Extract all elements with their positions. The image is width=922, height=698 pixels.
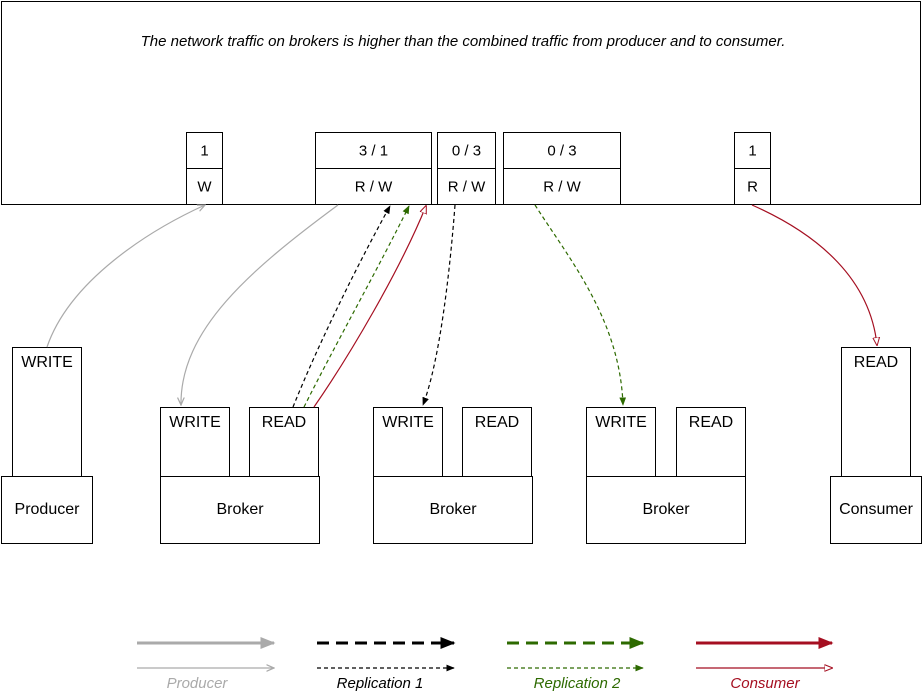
broker2-node: Broker <box>373 476 533 544</box>
port-label: WRITE <box>169 414 221 431</box>
counter-mode: R / W <box>447 178 486 195</box>
producer-write-port: WRITE <box>12 347 82 477</box>
broker1-read-port: READ <box>249 407 319 477</box>
broker2-write-port: WRITE <box>373 407 443 477</box>
counter-broker2-mode: R / W <box>437 168 496 205</box>
port-label: WRITE <box>21 354 73 371</box>
replication2-in-edge <box>534 204 627 406</box>
port-label: WRITE <box>382 414 434 431</box>
node-label: Broker <box>216 501 264 518</box>
consumer-deliver-edge <box>751 204 877 345</box>
port-label: READ <box>688 414 734 431</box>
producer-write-edge <box>46 205 205 348</box>
consumer-node: Consumer <box>830 476 922 544</box>
broker1-node: Broker <box>160 476 320 544</box>
counter-mode: W <box>197 178 212 195</box>
counter-broker1-value: 3 / 1 <box>315 132 432 169</box>
counter-mode: R <box>747 178 758 195</box>
port-label: READ <box>853 354 899 371</box>
broker1-write-port: WRITE <box>160 407 230 477</box>
counter-value: 3 / 1 <box>358 142 389 159</box>
counter-broker1-mode: R / W <box>315 168 432 205</box>
network-note: The network traffic on brokers is higher… <box>140 33 786 50</box>
counter-value: 1 <box>748 142 757 159</box>
port-label: WRITE <box>595 414 647 431</box>
broker1-write-edge <box>181 204 339 405</box>
legend-replication1-label: Replication 1 <box>336 675 424 692</box>
counter-broker3-mode: R / W <box>503 168 621 205</box>
replication2-out-edge <box>303 205 410 408</box>
node-label: Broker <box>642 501 690 518</box>
counter-consumer-value: 1 <box>734 132 771 169</box>
replication1-in-edge <box>422 204 456 406</box>
counter-value: 0 / 3 <box>547 142 577 159</box>
counter-producer-mode: W <box>186 168 223 205</box>
broker3-read-port: READ <box>676 407 746 477</box>
node-label: Consumer <box>839 501 913 518</box>
node-label: Producer <box>14 501 80 518</box>
legend-consumer-label: Consumer <box>730 675 800 692</box>
counter-broker2-value: 0 / 3 <box>437 132 496 169</box>
legend-producer-label: Producer <box>166 675 228 692</box>
node-label: Broker <box>429 501 477 518</box>
counter-consumer-mode: R <box>734 168 771 205</box>
consumer-read-port: READ <box>841 347 911 477</box>
port-label: READ <box>474 414 520 431</box>
legend-replication2-label: Replication 2 <box>533 675 621 692</box>
port-label: READ <box>261 414 307 431</box>
consumer-read-edge <box>313 206 426 408</box>
counter-mode: R / W <box>354 178 393 195</box>
counter-value: 0 / 3 <box>451 142 482 159</box>
replication1-out-edge <box>292 205 391 408</box>
broker3-write-port: WRITE <box>586 407 656 477</box>
counter-broker3-value: 0 / 3 <box>503 132 621 169</box>
broker3-node: Broker <box>586 476 746 544</box>
broker2-read-port: READ <box>462 407 532 477</box>
counter-value: 1 <box>200 142 209 159</box>
producer-node: Producer <box>1 476 93 544</box>
counter-mode: R / W <box>543 178 581 195</box>
